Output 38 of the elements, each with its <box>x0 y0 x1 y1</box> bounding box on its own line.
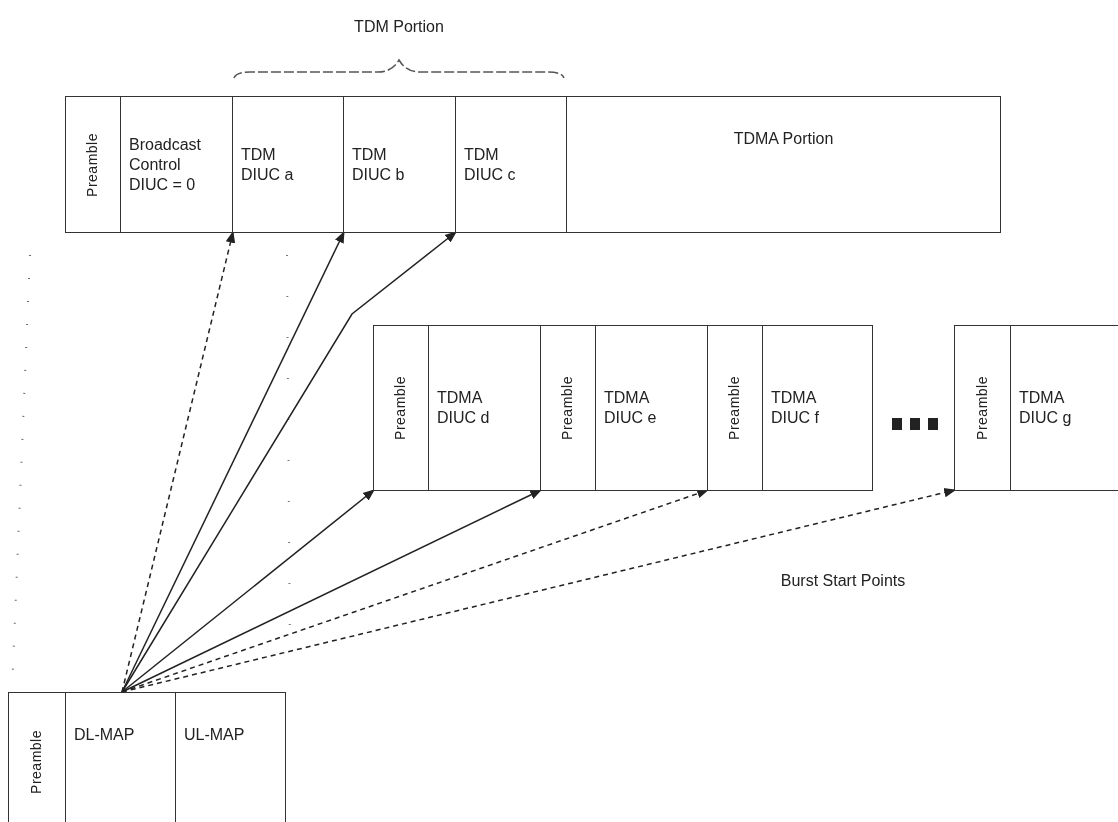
arrow <box>121 231 457 693</box>
cell-label: Preamble <box>28 730 46 794</box>
cell-label: TDMA DIUC d <box>437 388 491 428</box>
cell-label: TDMA DIUC f <box>771 388 820 428</box>
arrow <box>121 489 543 693</box>
preamble-cell <box>707 325 763 491</box>
frame-cell <box>762 325 873 491</box>
cell-label: UL-MAP <box>184 725 245 745</box>
preamble-cell <box>373 325 429 491</box>
cell-label: DL-MAP <box>74 725 135 745</box>
bracket-label: TDM Portion <box>354 18 444 36</box>
cell-label: TDMA DIUC g <box>1019 388 1073 428</box>
frame-cell <box>566 96 1001 233</box>
preamble-cell <box>65 96 121 233</box>
preamble-cell <box>954 325 1011 491</box>
preamble-cell <box>8 692 66 822</box>
cell-label: Preamble <box>973 376 991 440</box>
arrow <box>121 489 375 693</box>
frame-cell <box>232 96 344 233</box>
frame-cell <box>175 692 286 822</box>
frame-cell <box>455 96 567 233</box>
cell-label: Preamble <box>559 376 577 440</box>
cell-label: Broadcast Control DIUC = 0 <box>129 134 203 195</box>
cell-label: TDM DIUC b <box>352 144 406 185</box>
frame-cell <box>343 96 456 233</box>
cell-label: TDMA Portion <box>733 129 834 149</box>
frame-cell <box>595 325 708 491</box>
cell-label: Preamble <box>726 376 744 440</box>
cell-label: TDM DIUC a <box>241 144 295 185</box>
annotation-label: Burst Start Points <box>780 572 906 590</box>
frame-cell <box>120 96 233 233</box>
cell-label: Preamble <box>392 376 410 440</box>
frame-cell <box>428 325 541 491</box>
preamble-cell <box>540 325 596 491</box>
cell-label: TDM DIUC c <box>464 144 517 185</box>
cell-label: Preamble <box>84 132 102 197</box>
frame-cell <box>1010 325 1118 491</box>
cell-label: TDMA DIUC e <box>604 388 658 428</box>
